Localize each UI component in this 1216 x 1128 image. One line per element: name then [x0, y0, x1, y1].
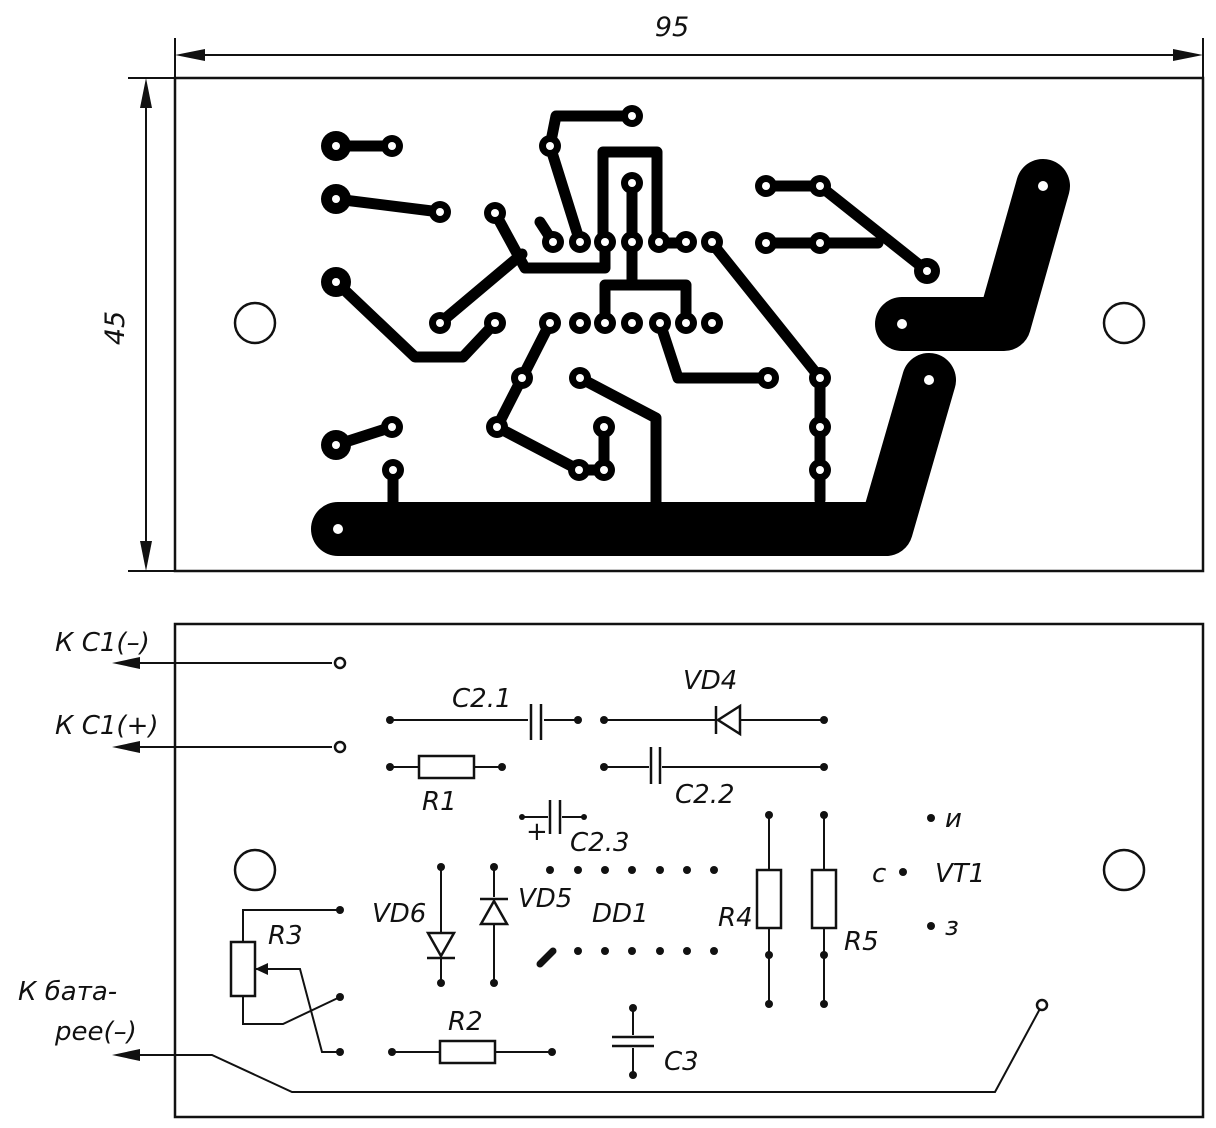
connection-battery-label-1: К бата-	[18, 977, 117, 1007]
chip-dd1: DD1	[536, 866, 718, 968]
capacitor-c2-1: C2.1	[386, 684, 582, 740]
dimension-width-label: 95	[655, 12, 689, 43]
diode-vd4: VD4	[600, 666, 828, 737]
connection-battery-label-2: рее(–)	[54, 1017, 137, 1047]
diode-vd6: VD6	[372, 863, 457, 987]
resistor-r2: R2	[388, 1007, 556, 1065]
resistor-r2-label: R2	[448, 1007, 483, 1037]
resistor-r1-label: R1	[422, 787, 457, 817]
dimension-height: 45	[100, 77, 175, 572]
capacitor-c2-3-label: C2.3	[570, 828, 630, 858]
chip-dd1-label: DD1	[592, 899, 649, 929]
transistor-vt1-pin-gate: с	[872, 859, 886, 889]
connection-c1-minus: К С1(–)	[55, 628, 347, 670]
capacitor-c2-1-label: C2.1	[452, 684, 512, 714]
mounting-hole-right-bottom	[1102, 848, 1146, 892]
resistor-r4-label: R4	[718, 903, 753, 933]
diode-vd4-label: VD4	[683, 666, 737, 696]
resistor-r3-label: R3	[268, 921, 303, 951]
copper-pads	[321, 105, 1048, 534]
resistor-r1: R1	[386, 754, 506, 817]
connection-c1-plus: К С1(+)	[55, 711, 347, 754]
dimension-height-label: 45	[100, 311, 131, 345]
board-outline-top	[173, 76, 1205, 573]
mounting-hole-left-bottom	[233, 848, 277, 892]
connection-battery-minus: К бата- рее(–)	[18, 977, 1049, 1093]
capacitor-c2-3: + C2.3	[519, 800, 630, 858]
connection-c1-minus-label: К С1(–)	[55, 628, 150, 658]
mounting-hole-right-top	[1102, 301, 1146, 345]
resistor-r4: R4	[718, 811, 783, 1008]
capacitor-c3: C3	[612, 1004, 699, 1079]
transistor-vt1-pin-source: з	[945, 912, 959, 942]
capacitor-c2-2-label: C2.2	[675, 780, 735, 810]
mounting-hole-left-top	[233, 301, 277, 345]
resistor-r5-label: R5	[844, 927, 879, 957]
resistor-r5: R5	[810, 811, 879, 1008]
transistor-vt1-label: VT1	[935, 859, 985, 889]
dimension-width: 95	[174, 12, 1204, 78]
diode-vd5: VD5	[478, 863, 572, 987]
resistor-r3: R3	[229, 906, 344, 1056]
diode-vd5-label: VD5	[518, 884, 572, 914]
board-outline-bottom	[173, 622, 1205, 1119]
capacitor-c2-3-polarity: +	[526, 817, 548, 847]
capacitor-c3-label: C3	[664, 1047, 699, 1077]
connection-c1-plus-label: К С1(+)	[55, 711, 159, 741]
transistor-vt1: и с з VT1	[872, 804, 985, 942]
diode-vd6-label: VD6	[372, 899, 426, 929]
transistor-vt1-pin-drain: и	[945, 804, 962, 834]
capacitor-c2-2: C2.2	[600, 747, 828, 810]
